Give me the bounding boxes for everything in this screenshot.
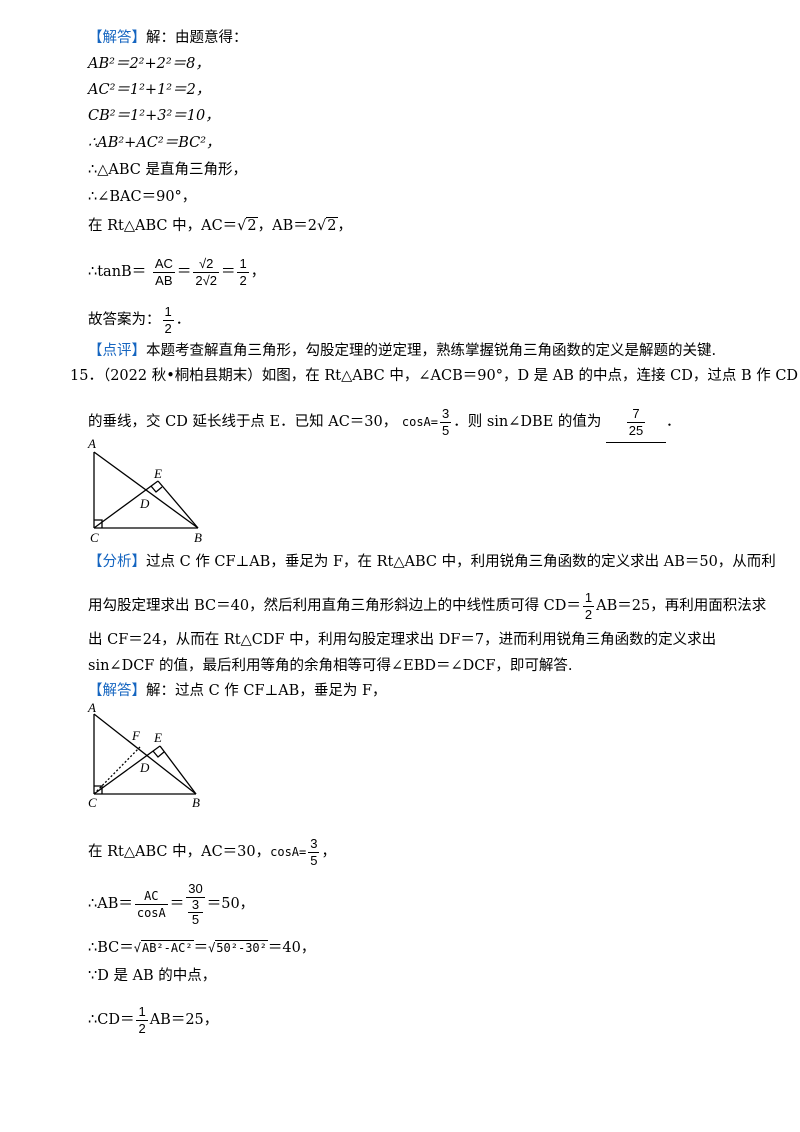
solution-14-line-1: AB²＝2²+2²＝8， — [88, 56, 210, 72]
analysis-tag: 【分析】 — [88, 554, 146, 570]
segment-ce — [93, 480, 159, 529]
solution-14-line-7: 在 Rt△ABC 中，AC＝√2，AB＝2√2， — [88, 217, 352, 234]
triangle-figure-2: A C B D E F — [87, 700, 200, 810]
label-b: B — [192, 795, 200, 810]
comment-tag: 【点评】 — [88, 343, 146, 359]
solution-tag: 【解答】 — [88, 30, 146, 46]
right-angle-c — [94, 519, 103, 528]
sqrt-expression: √2 — [317, 217, 338, 234]
solution-14-line-3: CB²＝1²+3²＝10， — [88, 108, 220, 124]
solution-15-line-4: ∵D 是 AB 的中点， — [88, 968, 217, 984]
segment-ce — [93, 745, 161, 795]
solution-15-intro: 【解答】解：过点 C 作 CF⊥AB，垂足为 F， — [88, 683, 387, 699]
label-d: D — [139, 760, 150, 775]
analysis-line-3: 出 CF＝24，从而在 Rt△CDF 中，利用勾股定理求出 DF＝7，进而利用锐… — [88, 632, 717, 648]
right-angle-c — [94, 785, 103, 794]
question-15-line-1: 15．（2022 秋•桐柏县期末）如图，在 Rt△ABC 中，∠ACB＝90°，… — [70, 368, 799, 384]
label-e: E — [153, 730, 162, 745]
solution-14-line-2: AC²＝1²+1²＝2， — [88, 82, 211, 98]
label-b: B — [194, 530, 202, 545]
solution-14-intro: 【解答】解：由题意得： — [88, 30, 248, 46]
analysis-line-1: 【分析】过点 C 作 CF⊥AB，垂足为 F，在 Rt△ABC 中，利用锐角三角… — [88, 554, 776, 570]
segment-ab — [93, 713, 197, 795]
sqrt-expression: √2 — [237, 217, 258, 234]
solution-15-line-3: ∴BC＝√AB²-AC²＝√50²-30²＝40， — [88, 940, 316, 956]
segment-cf — [93, 746, 141, 795]
comment-14: 【点评】本题考查解直角三角形，勾股定理的逆定理，熟练掌握锐角三角函数的定义是解题… — [88, 343, 717, 359]
label-a: A — [87, 436, 96, 451]
label-e: E — [153, 466, 162, 481]
analysis-line-4: sin∠DCF 的值，最后利用等角的余角相等可得∠EBD＝∠DCF，即可解答. — [88, 658, 573, 674]
solution-14-line-4: ∴AB²+AC²＝BC²， — [88, 135, 221, 151]
solution-14-line-5: ∴△ABC 是直角三角形， — [88, 162, 247, 178]
right-angle-e — [150, 485, 163, 493]
segment-eb — [159, 745, 197, 795]
right-angle-e — [152, 750, 165, 758]
segment-eb — [157, 480, 199, 529]
solution-14-line-6: ∴∠BAC＝90°， — [88, 189, 197, 205]
label-a: A — [87, 700, 96, 715]
label-f: F — [131, 728, 141, 743]
solution-tag: 【解答】 — [88, 683, 146, 699]
label-c: C — [88, 795, 97, 810]
triangle-figure-1: A C B D E — [87, 436, 202, 545]
label-c: C — [90, 530, 99, 545]
sqrt-expression: √AB²-AC² — [133, 940, 194, 955]
label-d: D — [139, 496, 150, 511]
sqrt-expression: √50²-30² — [208, 940, 268, 955]
